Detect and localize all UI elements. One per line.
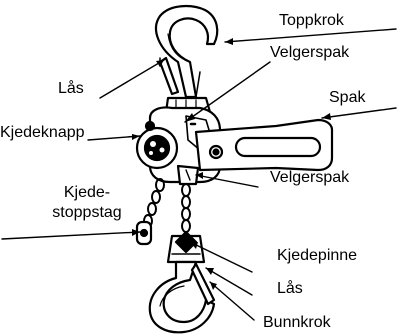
chain-button-shape — [135, 120, 179, 170]
label-bottom-hook: Bunnkrok — [263, 314, 331, 331]
label-chain-button: Kjedeknapp — [0, 124, 85, 141]
leader-lines — [1, 28, 397, 321]
bottom-yoke-shape — [166, 230, 206, 264]
top-hook-shape — [154, 4, 219, 99]
label-selector-lever-upper: Velgerspak — [270, 44, 350, 61]
label-chain-pin: Kjedepinne — [277, 247, 358, 264]
label-lever: Spak — [329, 89, 366, 106]
top-latch-shape — [158, 56, 180, 96]
label-top-hook: Toppkrok — [279, 12, 344, 29]
lower-selector-shape — [176, 164, 200, 186]
bottom-latch-shape — [190, 262, 216, 306]
label-chain-stopper-line2: stoppstag — [52, 204, 122, 221]
label-selector-lever-lower: Velgerspak — [270, 169, 350, 186]
label-latch-lower: Lås — [277, 280, 303, 297]
label-latch-upper: Lås — [58, 80, 84, 97]
arrowheads — [132, 38, 331, 290]
lever-arm-shape — [194, 118, 334, 172]
label-chain-stopper-line1: Kjede- — [63, 184, 111, 201]
chain-stopper-shape — [135, 220, 153, 246]
